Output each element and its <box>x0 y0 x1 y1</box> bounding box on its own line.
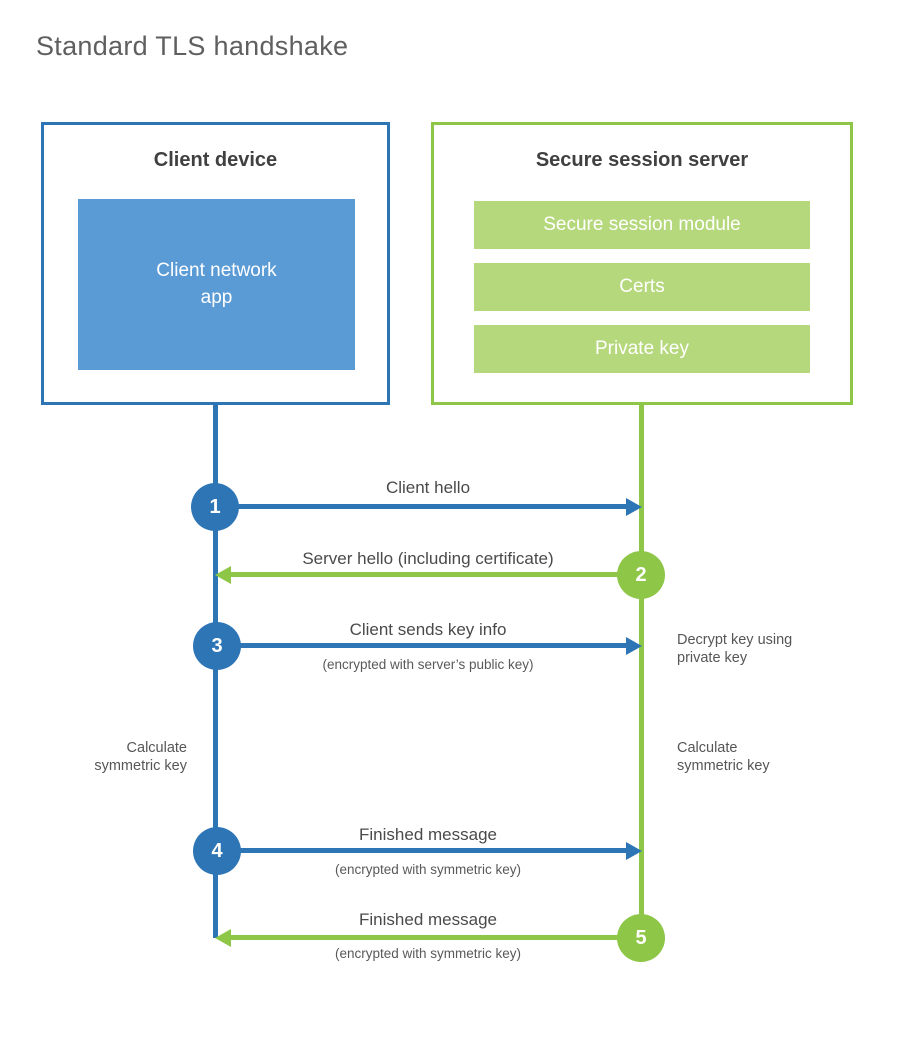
step-1-badge: 1 <box>191 483 239 531</box>
page-title: Standard TLS handshake <box>36 31 349 61</box>
decrypt-key-note: Decrypt key using private key <box>677 632 793 667</box>
calculate-symmetric-key-note-right: Calculate symmetric key <box>677 740 770 775</box>
server-finished-sublabel: (encrypted with symmetric key) <box>334 946 522 961</box>
step-5-badge: 5 <box>617 914 665 962</box>
client-key-info-arrow-line <box>217 643 627 648</box>
certs-bar: Certs <box>474 263 810 311</box>
client-device-box: Client device Client network app <box>41 122 390 405</box>
client-key-info-arrow-head <box>626 637 642 655</box>
server-finished-arrow-line <box>225 935 641 940</box>
step-4-badge: 4 <box>193 827 241 875</box>
client-hello-label: Client hello <box>385 478 471 497</box>
step-2-badge: 2 <box>617 551 665 599</box>
client-lifeline <box>213 405 218 938</box>
client-finished-arrow-head <box>626 842 642 860</box>
client-finished-label: Finished message <box>359 825 497 844</box>
server-box: Secure session server Secure session mod… <box>431 122 853 405</box>
client-finished-arrow-line <box>217 848 627 853</box>
server-finished-label: Finished message <box>359 910 497 929</box>
client-key-info-sublabel: (encrypted with server’s public key) <box>322 657 534 672</box>
server-hello-label: Server hello (including certificate) <box>302 549 554 568</box>
calculate-symmetric-key-note-left: Calculate symmetric key <box>94 740 187 775</box>
step-3-badge: 3 <box>193 622 241 670</box>
server-title: Secure session server <box>535 149 749 171</box>
secure-session-module-bar: Secure session module <box>474 201 810 249</box>
client-device-title: Client device <box>153 149 278 171</box>
client-hello-arrow-line <box>215 504 627 509</box>
server-hello-arrow-head <box>215 566 231 584</box>
server-hello-arrow-line <box>225 572 641 577</box>
private-key-bar: Private key <box>474 325 810 373</box>
client-finished-sublabel: (encrypted with symmetric key) <box>334 862 522 877</box>
server-lifeline <box>639 405 644 938</box>
server-finished-arrow-head <box>215 929 231 947</box>
client-hello-arrow-head <box>626 498 642 516</box>
client-network-app-box: Client network app <box>78 199 355 370</box>
client-key-info-label: Client sends key info <box>349 620 507 639</box>
